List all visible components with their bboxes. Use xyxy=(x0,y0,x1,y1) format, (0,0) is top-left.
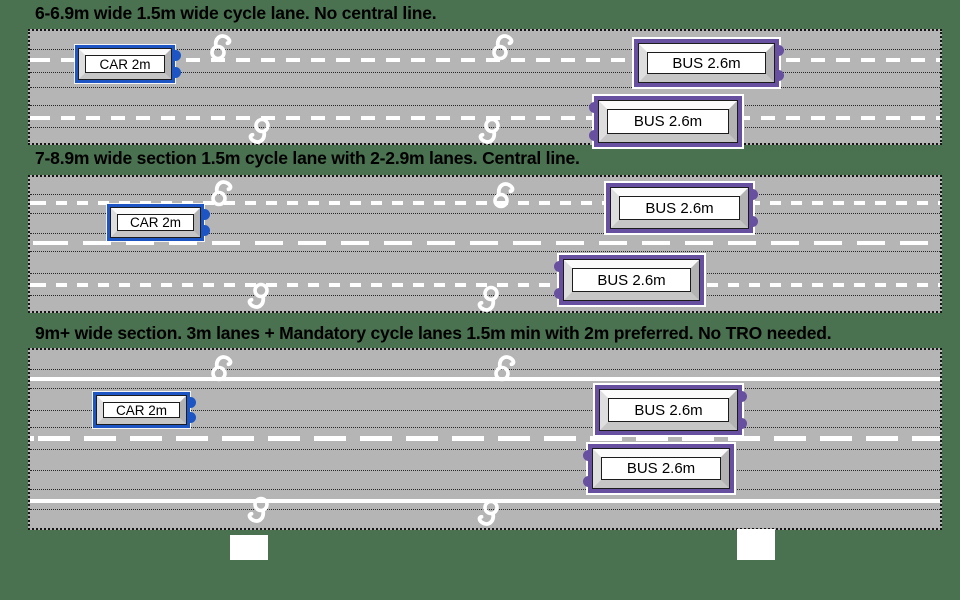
guide-dotted-line xyxy=(30,489,940,490)
bus-body: BUS 2.6m xyxy=(598,100,738,143)
bus-mirror-icon xyxy=(736,391,747,402)
cyclist-icon xyxy=(477,285,499,312)
bus-mirror-icon xyxy=(554,288,565,299)
guide-dotted-line xyxy=(30,251,940,252)
car-body: CAR 2m xyxy=(78,48,172,80)
car-label: CAR 2m xyxy=(129,215,181,230)
central-dashed-marking xyxy=(30,436,940,441)
bus-label: BUS 2.6m xyxy=(626,460,696,477)
white-box-marker xyxy=(230,535,268,560)
bus-body: BUS 2.6m xyxy=(592,448,730,489)
bus-mirror-icon xyxy=(589,102,600,113)
section-1-title: 6-6.9m wide 1.5m wide cycle lane. No cen… xyxy=(35,3,437,23)
car-body: CAR 2m xyxy=(96,395,187,425)
guide-dotted-line xyxy=(30,449,940,450)
bus-mirror-icon xyxy=(554,261,565,272)
cyclist-icon xyxy=(248,117,270,144)
car-shape: CAR 2m xyxy=(107,204,210,241)
car-shape: CAR 2m xyxy=(93,392,196,428)
bus-label: BUS 2.6m xyxy=(672,54,741,72)
guide-dotted-line xyxy=(30,213,940,214)
mandatory-cycle-lane-solid-marking xyxy=(30,377,940,381)
car-mirror-icon xyxy=(199,209,210,220)
guide-dotted-line xyxy=(30,105,940,106)
bus-shape: BUS 2.6m xyxy=(583,444,734,493)
car-label: CAR 2m xyxy=(115,402,167,418)
cyclist-icon xyxy=(211,355,233,382)
car-shape: CAR 2m xyxy=(75,45,181,83)
guide-dotted-line xyxy=(30,410,940,411)
cycle-lane-dashed-marking xyxy=(30,116,940,120)
guide-dotted-line xyxy=(30,273,940,274)
cyclist-icon xyxy=(478,117,500,144)
car-mirror-icon xyxy=(199,225,210,236)
bus-label: BUS 2.6m xyxy=(634,401,703,419)
cyclist-icon xyxy=(210,34,232,61)
cyclist-icon xyxy=(493,182,515,209)
cyclist-icon xyxy=(492,34,514,61)
bus-body: BUS 2.6m xyxy=(610,187,749,229)
cyclist-icon xyxy=(477,499,499,526)
bus-body: BUS 2.6m xyxy=(563,259,700,301)
bus-shape: BUS 2.6m xyxy=(589,96,742,147)
section-3-title: 9m+ wide section. 3m lanes + Mandatory c… xyxy=(35,323,832,343)
bus-mirror-icon xyxy=(747,189,758,200)
cyclist-icon xyxy=(247,282,269,309)
bus-shape: BUS 2.6m xyxy=(606,183,758,233)
central-dashed-marking xyxy=(30,241,940,245)
guide-dotted-line xyxy=(30,427,940,428)
bus-mirror-icon xyxy=(773,45,784,56)
bus-mirror-icon xyxy=(583,476,594,487)
guide-dotted-line xyxy=(30,369,940,370)
cycle-lane-dashed-marking xyxy=(30,283,940,287)
bus-mirror-icon xyxy=(589,130,600,141)
guide-dotted-line xyxy=(30,194,940,195)
car-mirror-icon xyxy=(170,50,181,61)
guide-dotted-line xyxy=(30,233,940,234)
car-body: CAR 2m xyxy=(110,207,201,238)
bus-shape: BUS 2.6m xyxy=(595,385,747,435)
guide-dotted-line xyxy=(30,388,940,389)
guide-dotted-line xyxy=(30,72,940,73)
bus-shape: BUS 2.6m xyxy=(634,39,784,87)
bus-mirror-icon xyxy=(773,70,784,81)
car-mirror-icon xyxy=(185,412,196,423)
guide-dotted-line xyxy=(30,49,940,50)
cyclist-icon xyxy=(247,496,269,523)
cycle-lane-dashed-marking xyxy=(30,58,940,62)
bus-body: BUS 2.6m xyxy=(638,43,775,83)
bus-label: BUS 2.6m xyxy=(633,113,703,130)
guide-dotted-line xyxy=(30,87,940,88)
car-label: CAR 2m xyxy=(99,56,151,72)
bus-mirror-icon xyxy=(583,450,594,461)
bus-mirror-icon xyxy=(747,216,758,227)
bus-body: BUS 2.6m xyxy=(599,389,738,431)
cyclist-icon xyxy=(494,355,516,382)
bus-shape: BUS 2.6m xyxy=(554,255,704,305)
car-mirror-icon xyxy=(170,67,181,78)
mandatory-cycle-lane-solid-marking xyxy=(30,499,940,503)
car-mirror-icon xyxy=(185,397,196,408)
bus-mirror-icon xyxy=(736,418,747,429)
bus-label: BUS 2.6m xyxy=(597,271,666,289)
cyclist-icon xyxy=(211,180,233,207)
white-box-marker xyxy=(737,529,775,560)
guide-dotted-line xyxy=(30,470,940,471)
section-2-title: 7-8.9m wide section 1.5m cycle lane with… xyxy=(35,148,580,168)
cycle-lane-dashed-marking xyxy=(30,201,940,205)
bus-label: BUS 2.6m xyxy=(645,199,714,217)
